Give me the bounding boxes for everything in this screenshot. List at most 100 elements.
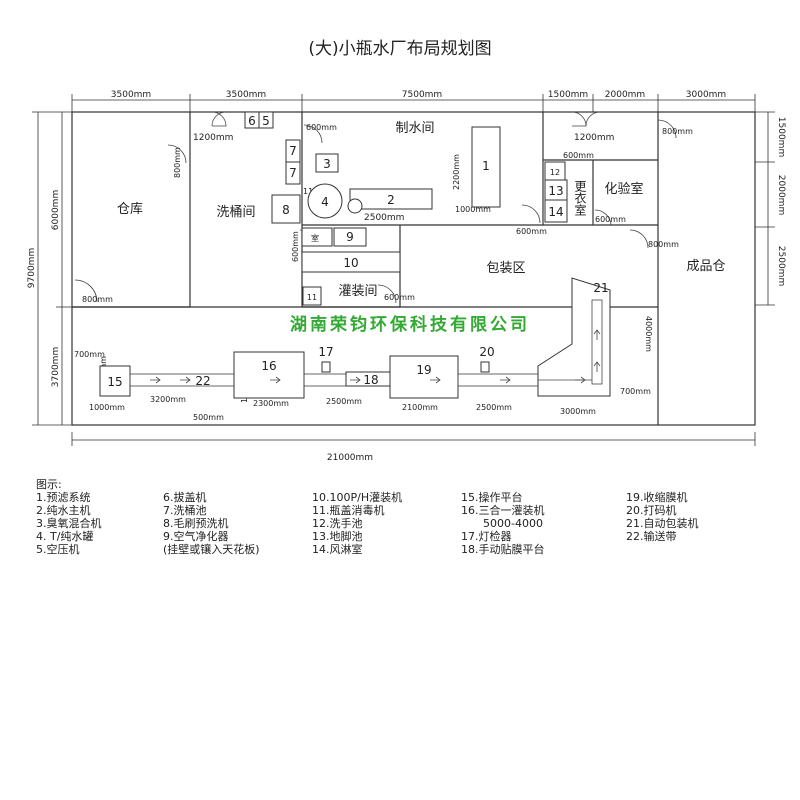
- legend-item: 4. T/纯水罐: [36, 530, 94, 543]
- dim-1000c: 1000mm: [89, 403, 125, 412]
- equip-22: 22: [195, 374, 210, 388]
- dim-top-1: 3500mm: [111, 90, 151, 100]
- dim-2500c: 2500mm: [476, 403, 512, 412]
- equip-5: 5: [262, 114, 270, 128]
- equip-17: 17: [318, 345, 333, 359]
- legend-col-3: 10.100P/H灌装机 11.瓶盖消毒机 12.洗手池 13.地脚池 14.风…: [312, 491, 402, 556]
- legend-col-2: 6.拔盖机 7.洗桶池 8.毛刷预洗机 9.空气净化器 (挂壁或镶入天花板): [163, 491, 260, 556]
- legend-col-5: 19.收缩膜机 20.打码机 21.自动包装机 22.输送带: [626, 491, 699, 543]
- plan-title: (大)小瓶水厂布局规划图: [308, 39, 491, 59]
- legend-item: 15.操作平台: [461, 491, 523, 504]
- equip-6: 6: [248, 114, 256, 128]
- room-filling: 灌装间: [338, 284, 377, 299]
- equip-19-box: [389, 355, 459, 399]
- dim-700a: 700mm: [74, 350, 105, 359]
- equip-small-tank: [347, 198, 363, 214]
- equip-14: 14: [548, 205, 563, 219]
- legend-item: 13.地脚池: [312, 530, 363, 543]
- equip-18: 18: [363, 373, 378, 387]
- dim-right-1: 1500mm: [776, 117, 786, 157]
- legend-item: (挂壁或镶入天花板): [163, 543, 260, 556]
- dim-800c: 800mm: [662, 127, 693, 136]
- equip-1: 1: [482, 159, 490, 173]
- conveyor-c: [591, 299, 603, 385]
- room-warehouse: 仓库: [117, 201, 143, 217]
- equip-1-box: [471, 126, 501, 208]
- equip-3-box: [315, 153, 339, 173]
- dim-600e: 600mm: [291, 231, 300, 262]
- equip-20: 20: [479, 345, 494, 359]
- equip-19: 19: [416, 363, 431, 377]
- equip-21: 21: [593, 281, 608, 295]
- dim-800b: 800mm: [82, 295, 113, 304]
- legend-item: 10.100P/H灌装机: [312, 491, 403, 504]
- dim-600d: 600mm: [595, 215, 626, 224]
- dim-2300: 2300mm: [253, 399, 289, 408]
- equip-8-box: [271, 194, 301, 224]
- equip-16-box: [233, 351, 305, 399]
- legend-item: 9.空气净化器: [163, 530, 229, 543]
- room-changing-label: 更衣室: [573, 180, 587, 216]
- legend-item: 2.纯水主机: [36, 504, 91, 517]
- equip-10: 10: [343, 256, 358, 270]
- dim-2500b: 2500mm: [326, 397, 362, 406]
- legend-item: 5000-4000: [483, 517, 543, 530]
- equip-17-box: [321, 361, 331, 373]
- dim-800d: 800mm: [648, 240, 679, 249]
- dim-800a: 800mm: [173, 147, 182, 178]
- room-lab: 化验室: [604, 181, 643, 197]
- room-packing: 包装区: [486, 261, 525, 276]
- left-dimensions: 9700mm 6000mm 3700mm: [27, 111, 72, 426]
- dim-top-5: 2000mm: [605, 90, 645, 100]
- equip-13: 13: [548, 184, 563, 198]
- equip-2-box: [349, 188, 433, 210]
- legend-item: 1.预滤系统: [36, 491, 91, 504]
- equip-15: 15: [107, 375, 122, 389]
- equip-11-box: [302, 286, 322, 306]
- equip-5-box: [258, 111, 274, 129]
- legend-heading: 图示:: [36, 478, 62, 491]
- right-dimensions: 1500mm 2000mm 2500mm: [755, 111, 786, 306]
- dim-600a: 600mm: [306, 123, 337, 132]
- dim-3200: 3200mm: [150, 395, 186, 404]
- air-shower-room: [301, 227, 333, 247]
- production-line: 15 22 16 17 18 19 20 21: [99, 277, 611, 399]
- conveyor-b: [457, 373, 539, 387]
- dim-1200a: 1200mm: [193, 133, 233, 143]
- dim-top-4: 1500mm: [548, 90, 588, 100]
- legend-item: 8.毛刷预洗机: [163, 517, 229, 530]
- legend-item: 19.收缩膜机: [626, 491, 688, 504]
- dim-bottom-total: 21000mm: [327, 453, 373, 463]
- legend-item: 20.打码机: [626, 504, 677, 517]
- dim-600b: 600mm: [563, 151, 594, 160]
- dim-3000: 3000mm: [560, 407, 596, 416]
- dim-left-lower: 3700mm: [51, 347, 61, 387]
- dim-1200b: 1200mm: [574, 133, 614, 143]
- legend-item: 16.三合一灌装机: [461, 504, 545, 517]
- legend-col-4: 15.操作平台 16.三合一灌装机 5000-4000 17.灯检器 18.手动…: [461, 491, 545, 556]
- equip-8: 8: [282, 203, 290, 217]
- dim-2200: 2200mm: [452, 154, 461, 190]
- dim-right-2: 2000mm: [776, 175, 786, 215]
- legend-item: 6.拔盖机: [163, 491, 207, 504]
- outer-wall: [71, 111, 756, 426]
- dim-600f: 600mm: [384, 293, 415, 302]
- dim-4000: 4000mm: [644, 316, 653, 352]
- equip-9-box: [333, 227, 367, 247]
- legend-item: 21.自动包装机: [626, 517, 699, 530]
- room-changing: 更衣室: [573, 180, 587, 216]
- equip-14-box: [544, 199, 568, 223]
- dim-500: 500mm: [193, 413, 224, 422]
- legend-item: 22.输送带: [626, 530, 677, 543]
- legend-item: 11.瓶盖消毒机: [312, 504, 385, 517]
- room-bucket-wash: 洗桶间: [216, 205, 255, 220]
- top-dimensions: 3500mm 3500mm 7500mm 1500mm 2000mm 3000m…: [71, 90, 756, 112]
- legend-item: 7.洗桶池: [163, 504, 207, 517]
- legend-item: 18.手动贴膜平台: [461, 543, 545, 556]
- equip-7a: 7: [289, 144, 297, 158]
- dim-right-3: 2500mm: [776, 246, 786, 286]
- equip-4-tank: [307, 183, 343, 219]
- equip-10-box: [301, 251, 401, 273]
- equip-21-packer: [537, 277, 611, 397]
- air-shower-room-label: 室: [311, 233, 319, 243]
